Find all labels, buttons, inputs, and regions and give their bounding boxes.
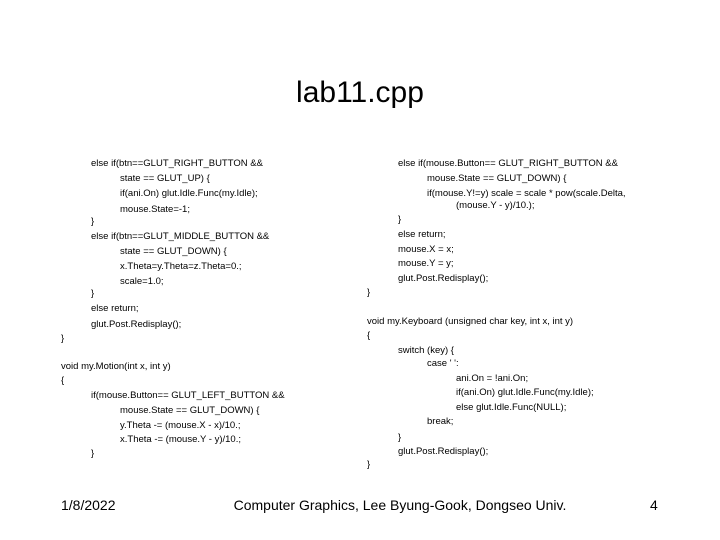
code-line: } (91, 448, 95, 459)
code-line: } (398, 214, 402, 225)
code-line: case ' ': (427, 358, 459, 369)
code-line: glut.Post.Redisplay(); (398, 273, 489, 284)
code-line: scale=1.0; (120, 276, 164, 287)
slide-title: lab11.cpp (296, 76, 424, 109)
code-line: mouse.State == GLUT_DOWN) { (120, 405, 260, 416)
page-number: 4 (650, 497, 658, 513)
code-line: { (367, 330, 371, 341)
code-line: mouse.State=-1; (120, 204, 190, 215)
code-line: else return; (398, 229, 446, 240)
code-line: x.Theta -= (mouse.Y - y)/10.; (120, 434, 241, 445)
code-line: else if(mouse.Button== GLUT_RIGHT_BUTTON… (398, 158, 618, 169)
code-line: } (398, 432, 402, 443)
code-line: } (61, 333, 65, 344)
footer-date: 1/8/2022 (61, 497, 116, 513)
code-line: if(ani.On) glut.Idle.Func(my.Idle); (120, 188, 258, 199)
code-line: glut.Post.Redisplay(); (398, 446, 489, 457)
code-line: (mouse.Y - y)/10.); (456, 200, 535, 211)
code-line: mouse.State == GLUT_DOWN) { (427, 173, 567, 184)
code-line: else if(btn==GLUT_MIDDLE_BUTTON && (91, 231, 270, 242)
code-line: y.Theta -= (mouse.X - x)/10.; (120, 420, 241, 431)
code-line: else glut.Idle.Func(NULL); (456, 402, 567, 413)
code-line: } (91, 216, 95, 227)
code-line: } (367, 287, 371, 298)
code-line: void my.Keyboard (unsigned char key, int… (367, 316, 574, 327)
code-line: mouse.X = x; (398, 244, 454, 255)
code-line: ani.On = !ani.On; (456, 373, 529, 384)
code-line: break; (427, 416, 454, 427)
code-line: mouse.Y = y; (398, 258, 454, 269)
code-line: state == GLUT_UP) { (120, 173, 210, 184)
code-line: else if(btn==GLUT_RIGHT_BUTTON && (91, 158, 263, 169)
code-line: state == GLUT_DOWN) { (120, 246, 227, 257)
code-line: void my.Motion(int x, int y) (61, 361, 171, 372)
code-line: if(mouse.Y!=y) scale = scale * pow(scale… (427, 188, 626, 199)
code-line: x.Theta=y.Theta=z.Theta=0.; (120, 261, 242, 272)
code-line: } (367, 459, 371, 470)
code-line: if(ani.On) glut.Idle.Func(my.Idle); (456, 387, 594, 398)
code-line: } (91, 288, 95, 299)
code-line: glut.Post.Redisplay(); (91, 319, 182, 330)
footer-course: Computer Graphics, Lee Byung-Gook, Dongs… (233, 497, 567, 513)
code-line: { (61, 375, 65, 386)
code-line: switch (key) { (398, 345, 454, 356)
code-line: if(mouse.Button== GLUT_LEFT_BUTTON && (91, 390, 285, 401)
code-line: else return; (91, 303, 139, 314)
